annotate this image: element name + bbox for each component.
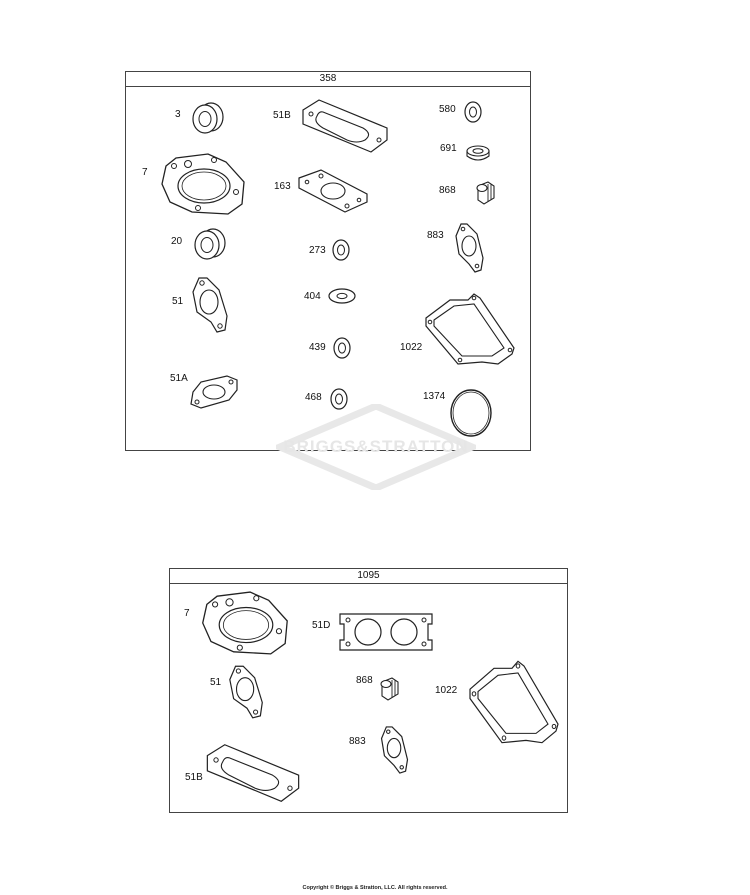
part-label-51[interactable]: 51 [172, 296, 184, 307]
rocker-cover-gasket-icon[interactable] [468, 659, 562, 745]
part-label-51a[interactable]: 51A [170, 373, 188, 384]
grommet-icon[interactable] [464, 144, 492, 164]
part-label-51b[interactable]: 51B [273, 110, 291, 121]
part-label-51b[interactable]: 51B [185, 772, 203, 783]
part-label-868[interactable]: 868 [439, 185, 456, 196]
part-label-691[interactable]: 691 [440, 143, 457, 154]
part-label-7[interactable]: 7 [142, 167, 148, 178]
part-label-439[interactable]: 439 [309, 342, 326, 353]
part-label-7[interactable]: 7 [184, 608, 190, 619]
part-label-1022[interactable]: 1022 [435, 685, 458, 696]
intake-gasket-icon[interactable] [378, 725, 412, 775]
cylinder-head-gasket-icon[interactable] [158, 152, 250, 218]
copyright-notice: Copyright © Briggs & Stratton, LLC. All … [302, 885, 448, 891]
intake-gasket-icon[interactable] [226, 664, 268, 720]
washer-seal-icon[interactable] [463, 100, 483, 124]
exhaust-gasket-icon[interactable] [203, 742, 303, 804]
part-label-1022[interactable]: 1022 [400, 342, 423, 353]
rocker-cover-gasket-icon[interactable] [424, 292, 518, 366]
part-label-883[interactable]: 883 [349, 736, 366, 747]
oil-seal-icon[interactable] [192, 226, 228, 262]
part-label-51[interactable]: 51 [210, 677, 222, 688]
part-label-51d[interactable]: 51D [312, 620, 331, 631]
oil-seal-icon[interactable] [190, 100, 226, 136]
kit-358-header: 358 [126, 72, 530, 87]
valve-seal-icon[interactable] [376, 676, 402, 702]
part-label-163[interactable]: 163 [274, 181, 291, 192]
cylinder-head-gasket-icon[interactable] [198, 590, 294, 658]
part-label-273[interactable]: 273 [309, 245, 326, 256]
part-label-883[interactable]: 883 [427, 230, 444, 241]
washer-seal-icon[interactable] [331, 238, 351, 262]
twin-port-gasket-icon[interactable] [336, 610, 436, 654]
intake-gasket-icon[interactable] [453, 222, 487, 274]
washer-icon[interactable] [327, 287, 357, 305]
part-label-468[interactable]: 468 [305, 392, 322, 403]
kit-1095-header: 1095 [170, 569, 567, 584]
intake-gasket-icon[interactable] [187, 374, 241, 410]
carburetor-gasket-icon[interactable] [295, 168, 371, 214]
washer-seal-icon[interactable] [329, 387, 349, 411]
part-label-580[interactable]: 580 [439, 104, 456, 115]
part-label-868[interactable]: 868 [356, 675, 373, 686]
o-ring-icon[interactable] [448, 387, 494, 439]
part-label-404[interactable]: 404 [304, 291, 321, 302]
part-label-20[interactable]: 20 [171, 236, 183, 247]
part-label-3[interactable]: 3 [175, 109, 181, 120]
part-label-1374[interactable]: 1374 [423, 391, 446, 402]
valve-seal-icon[interactable] [472, 180, 498, 206]
washer-seal-icon[interactable] [332, 336, 352, 360]
exhaust-gasket-icon[interactable] [299, 98, 391, 154]
intake-gasket-icon[interactable] [189, 276, 233, 334]
